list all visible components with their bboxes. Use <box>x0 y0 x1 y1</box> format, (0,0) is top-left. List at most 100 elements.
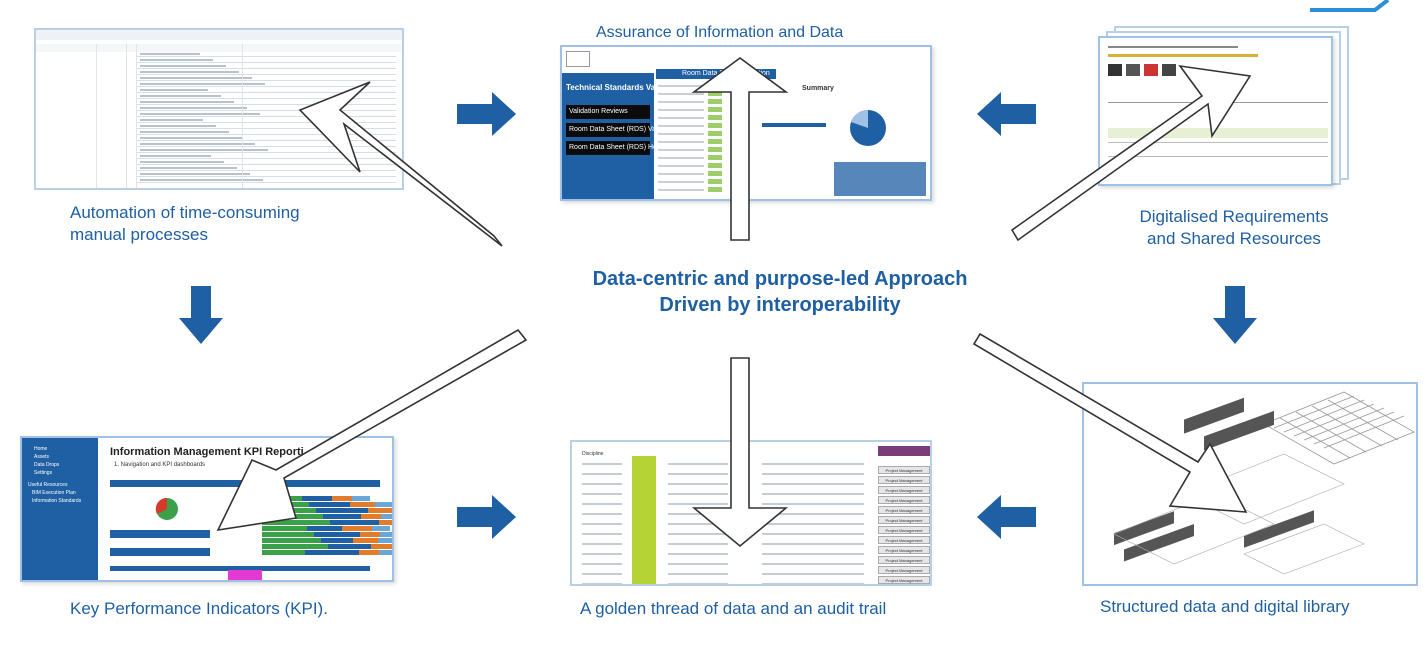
gt-cell <box>582 573 622 575</box>
assurance-cell <box>708 187 722 192</box>
assurance-row <box>658 181 704 183</box>
kpi-bar-segment <box>262 520 330 525</box>
project-management-button[interactable]: Project Management <box>878 546 930 554</box>
kpi-nav-data-drops[interactable]: Data Drops <box>34 462 60 468</box>
kpi-bar-segment <box>262 508 316 513</box>
assurance-tab[interactable]: Room Data Sheet Validation <box>656 69 776 79</box>
kpi-nav-standards[interactable]: Information Standards <box>32 498 82 504</box>
gt-cell <box>804 503 864 505</box>
kpi-bar-segment <box>372 526 390 531</box>
assurance-item-2[interactable]: Room Data Sheet (RDS) Value <box>566 123 665 137</box>
kpi-bar-segment <box>262 544 328 549</box>
kpi-screenshot: Home Assets Data Drops Settings Useful R… <box>20 436 394 582</box>
assurance-row <box>658 117 704 119</box>
sheet-cell <box>140 161 224 163</box>
gt-cell <box>582 463 622 465</box>
assurance-cell <box>708 179 722 184</box>
gt-col-header: Discipline <box>582 451 604 457</box>
sheet-row <box>136 116 396 117</box>
gt-green-column <box>632 456 656 584</box>
assurance-bar <box>762 123 826 127</box>
sheet-cell <box>140 53 200 55</box>
toolbar <box>36 30 402 40</box>
project-management-button[interactable]: Project Management <box>878 466 930 474</box>
assurance-item-3[interactable]: Room Data Sheet (RDS) Headings <box>566 141 678 155</box>
sheet-cell <box>140 173 250 175</box>
assurance-row <box>658 85 704 87</box>
kpi-bar-segment <box>307 526 342 531</box>
assurance-cell <box>708 131 722 136</box>
sheet-row <box>136 134 396 135</box>
gt-purple-header <box>878 446 930 456</box>
doc-highlight <box>1108 54 1258 57</box>
gt-cell <box>668 563 728 565</box>
kpi-bar-segment <box>262 532 314 537</box>
gt-cell <box>804 583 864 584</box>
kpi-nav-bep[interactable]: BIM Execution Plan <box>32 490 76 496</box>
sheet-row <box>136 152 396 153</box>
project-management-button[interactable]: Project Management <box>878 506 930 514</box>
sheet-cell <box>140 71 239 73</box>
gt-cell <box>804 543 864 545</box>
sheet-cell <box>140 155 211 157</box>
assurance-header: Technical Standards Val <box>566 83 658 92</box>
caption-digitalised: Digitalised Requirements and Shared Reso… <box>1139 207 1329 248</box>
sheet-cell <box>140 65 226 67</box>
gt-cell <box>582 513 622 515</box>
kpi-bar-segment <box>321 538 353 543</box>
gt-cell <box>582 543 622 545</box>
assurance-row <box>658 165 704 167</box>
isometric-tables <box>1113 391 1415 575</box>
gt-cell <box>762 493 822 495</box>
sheet-column-line <box>242 44 243 188</box>
assurance-item-1[interactable]: Validation Reviews <box>566 105 650 119</box>
assurance-tab-2: Summary <box>802 85 834 92</box>
sheet-row <box>136 110 396 111</box>
project-management-button[interactable]: Project Management <box>878 536 930 544</box>
gt-cell <box>762 463 822 465</box>
sheet-cell <box>140 179 263 181</box>
gt-cell <box>668 513 728 515</box>
gt-cell <box>762 563 822 565</box>
kpi-bar-segment <box>323 514 361 519</box>
kpi-nav-settings[interactable]: Settings <box>34 470 53 476</box>
project-management-button[interactable]: Project Management <box>878 516 930 524</box>
sheet-row <box>136 104 396 105</box>
gt-cell <box>762 523 822 525</box>
project-management-button[interactable]: Project Management <box>878 486 930 494</box>
assurance-screenshot: Technical Standards Val Validation Revie… <box>560 45 932 201</box>
center-line-2: Driven by interoperability <box>659 294 901 316</box>
sheet-cell <box>140 143 255 145</box>
sheet-cell <box>140 89 208 91</box>
kpi-bar-segment <box>368 508 392 513</box>
assurance-cell <box>708 99 722 104</box>
gt-cell <box>804 563 864 565</box>
project-management-button[interactable]: Project Management <box>878 566 930 574</box>
assurance-row <box>658 141 704 143</box>
gt-cell <box>762 503 822 505</box>
gt-cell <box>804 523 864 525</box>
assurance-row <box>658 125 704 127</box>
project-management-button[interactable]: Project Management <box>878 576 930 584</box>
kpi-nav-assets[interactable]: Assets <box>34 454 50 460</box>
kpi-nav-resources: Useful Resources <box>28 482 68 488</box>
kpi-bar-segment <box>262 526 307 531</box>
assurance-cell <box>708 171 722 176</box>
project-management-button[interactable]: Project Management <box>878 496 930 504</box>
gt-cell <box>668 573 728 575</box>
project-management-button[interactable]: Project Management <box>878 476 930 484</box>
sheet-cell <box>140 113 260 115</box>
kpi-bar-segment <box>302 496 332 501</box>
gt-cell <box>804 473 864 475</box>
kpi-bar-segment <box>309 502 350 507</box>
sheet-cell <box>140 107 247 109</box>
caption-golden-thread: A golden thread of data and an audit tra… <box>580 599 887 618</box>
assurance-row <box>658 133 704 135</box>
gt-cell <box>668 473 728 475</box>
sheet-row <box>136 122 396 123</box>
project-management-button[interactable]: Project Management <box>878 556 930 564</box>
sheet-row <box>136 164 396 165</box>
kpi-nav-home[interactable]: Home <box>34 446 48 452</box>
kpi-bar-segment <box>262 496 302 501</box>
project-management-button[interactable]: Project Management <box>878 526 930 534</box>
